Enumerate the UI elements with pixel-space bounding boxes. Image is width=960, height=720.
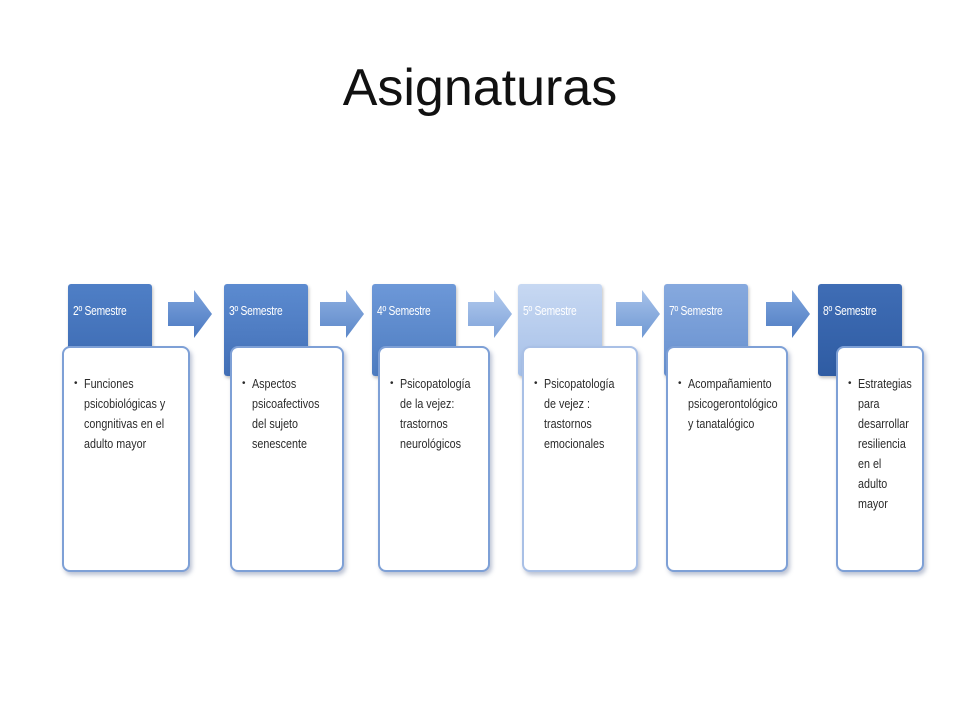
stage-label: 7º Semestre <box>669 304 723 318</box>
stage-item: Psicopatología de la vejez: trastornos n… <box>400 377 471 451</box>
stage-label: 5º Semestre <box>523 304 577 318</box>
bullet-icon: • <box>848 378 852 389</box>
bullet-icon: • <box>242 378 246 389</box>
stage-item: Acompañamiento psicogerontológico y tana… <box>688 377 778 431</box>
bullet-icon: • <box>390 378 394 389</box>
right-arrow-icon <box>764 288 812 340</box>
stage-card: • Estrategias para desarrollar resilienc… <box>836 346 924 572</box>
bullet-icon: • <box>534 378 538 389</box>
right-arrow-icon <box>614 288 662 340</box>
stage-2-semestre: 2º Semestre • Funciones psicobiológicas … <box>62 284 222 576</box>
stage-item: Psicopatología de vejez : trastornos emo… <box>544 377 615 451</box>
stage-label: 2º Semestre <box>73 304 127 318</box>
stage-card: • Funciones psicobiológicas y congnitiva… <box>62 346 190 572</box>
slide-title: Asignaturas <box>342 59 618 117</box>
stage-card: • Psicopatología de vejez : trastornos e… <box>522 346 638 572</box>
stage-label: 4º Semestre <box>377 304 431 318</box>
bullet-icon: • <box>74 378 78 389</box>
stage-item: Estrategias para desarrollar resiliencia… <box>858 377 912 511</box>
stage-8-semestre: 8º Semestre • Estrategias para desarroll… <box>818 284 960 576</box>
stage-7-semestre: 7º Semestre • Acompañamiento psicogeront… <box>664 284 824 576</box>
right-arrow-icon <box>318 288 366 340</box>
stage-label: 3º Semestre <box>229 304 283 318</box>
stage-4-semestre: 4º Semestre • Psicopatología de la vejez… <box>370 284 530 576</box>
stage-5-semestre: 5º Semestre • Psicopatología de vejez : … <box>516 284 676 576</box>
stage-card: • Aspectos psicoafectivos del sujeto sen… <box>230 346 344 572</box>
bullet-icon: • <box>678 378 682 389</box>
stage-3-semestre: 3º Semestre • Aspectos psicoafectivos de… <box>224 284 384 576</box>
stage-item: Aspectos psicoafectivos del sujeto senes… <box>252 377 320 451</box>
stage-card: • Acompañamiento psicogerontológico y ta… <box>666 346 788 572</box>
stage-card: • Psicopatología de la vejez: trastornos… <box>378 346 490 572</box>
stage-item: Funciones psicobiológicas y congnitivas … <box>84 377 166 451</box>
right-arrow-icon <box>166 288 214 340</box>
stage-label: 8º Semestre <box>823 304 877 318</box>
right-arrow-icon <box>466 288 514 340</box>
